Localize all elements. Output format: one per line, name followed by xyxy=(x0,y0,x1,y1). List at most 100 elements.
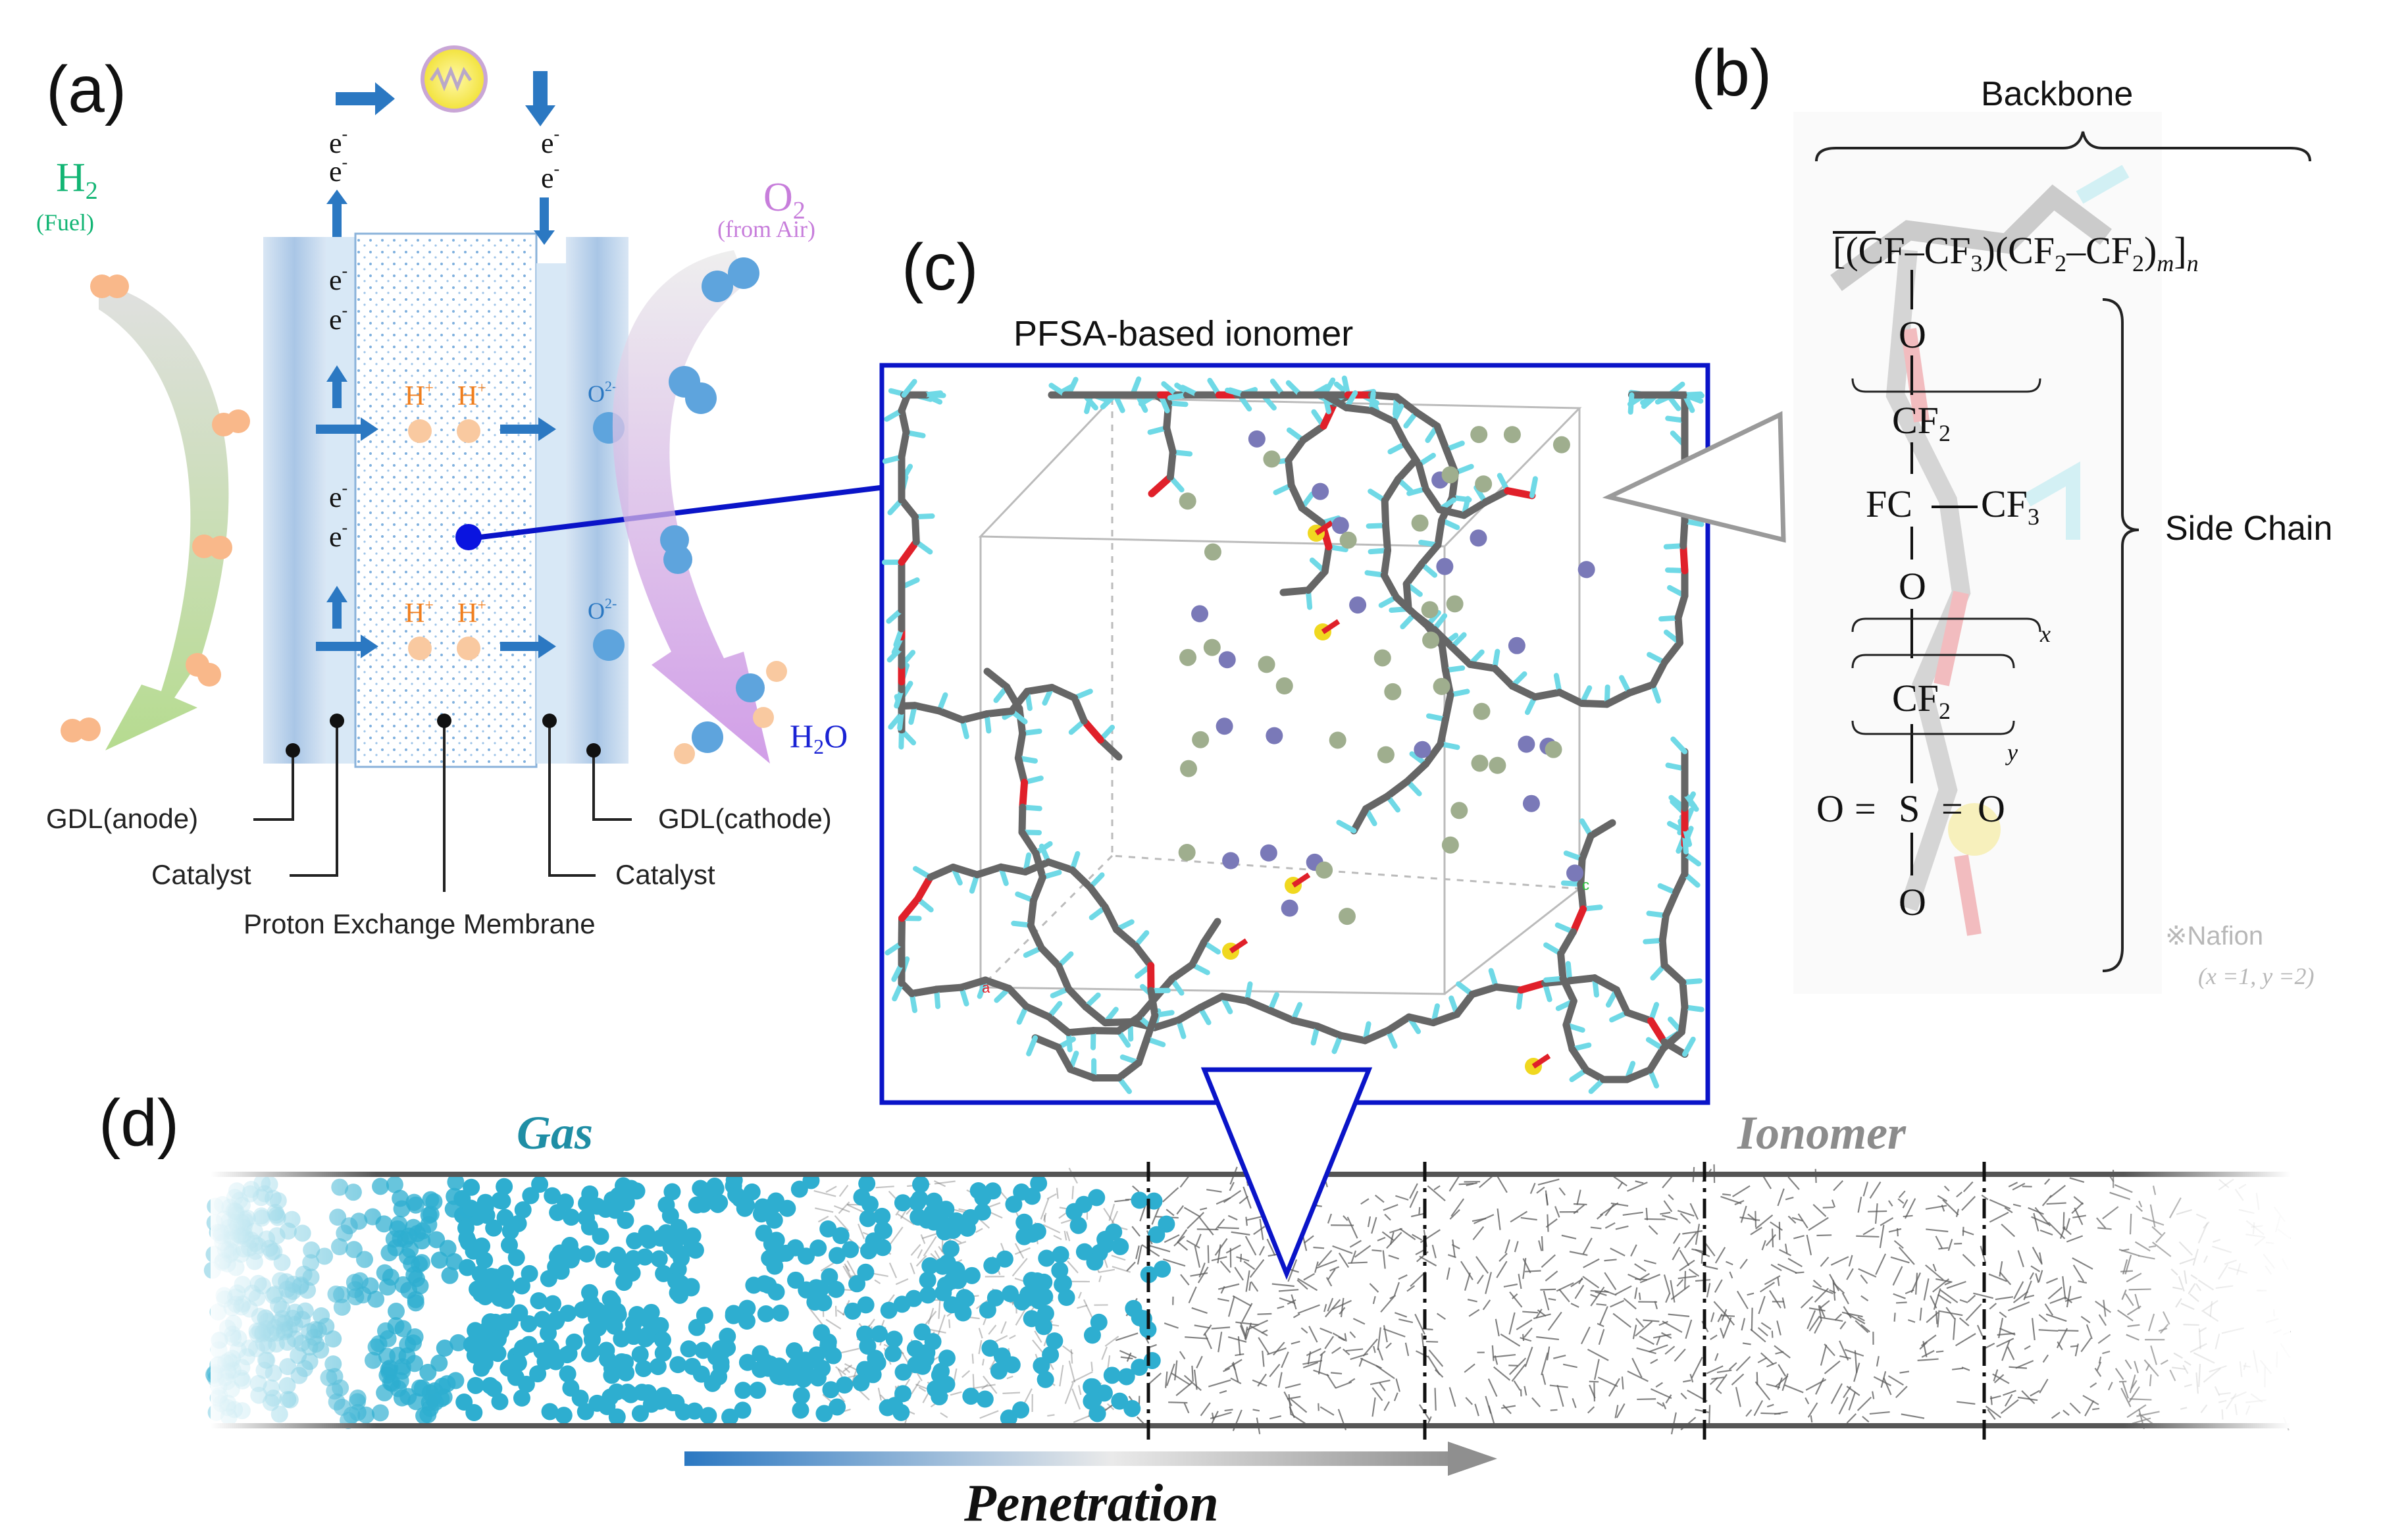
carbon-bond xyxy=(1466,660,1499,672)
carbon-bond xyxy=(1065,985,1090,1011)
carbon-bond xyxy=(1066,1066,1098,1082)
panel-d: (d) Gas Ionomer Penetration xyxy=(99,1067,2292,1532)
carbon-bond xyxy=(1591,974,1620,994)
carbon-bond xyxy=(1314,1022,1345,1039)
carbon-bond xyxy=(1383,777,1412,800)
gdl-anode-label: GDL(anode) xyxy=(46,803,198,834)
carbon-bond xyxy=(1114,1013,1143,1035)
carbon-bond xyxy=(1361,1026,1392,1045)
svg-text:e-: e- xyxy=(329,479,347,513)
membrane-zoom-line xyxy=(480,484,886,540)
carbon-bond xyxy=(1390,417,1409,448)
carbon-bond xyxy=(1649,658,1668,689)
svg-text:=: = xyxy=(1855,787,1876,830)
water-atom xyxy=(1421,601,1439,619)
carbon-bond xyxy=(1321,543,1333,575)
water-atom xyxy=(1577,561,1595,579)
carbon-bond xyxy=(1422,740,1445,768)
carbon-bond xyxy=(911,513,920,546)
carbon-bond xyxy=(949,863,981,879)
svg-text:O2-: O2- xyxy=(588,595,617,624)
water-atom xyxy=(1204,543,1221,561)
water-atom xyxy=(1179,492,1196,510)
carbon-bond xyxy=(1430,625,1456,651)
carbon-bond xyxy=(1508,682,1539,701)
side-chain-label: Side Chain xyxy=(2165,509,2332,548)
carbon-bond xyxy=(1143,1011,1159,1043)
carbon-bond xyxy=(1674,614,1683,646)
carbon-bond xyxy=(1175,1004,1204,1024)
water-atom xyxy=(1552,436,1570,454)
carbon-bond xyxy=(1037,944,1063,970)
carbon-bond xyxy=(1603,689,1633,708)
carbon-bond xyxy=(1404,760,1429,785)
carbon-bond xyxy=(1135,1035,1151,1066)
carbon-bond xyxy=(1380,546,1391,579)
carbon-bond xyxy=(1266,1006,1297,1024)
carbon-bond xyxy=(1587,819,1616,840)
carbon-bond xyxy=(1382,521,1391,554)
carbon-bond xyxy=(1557,928,1577,958)
carbon-bond xyxy=(1384,1013,1413,1034)
carbon-bond xyxy=(1168,961,1196,983)
carbon-bond xyxy=(1147,987,1159,1019)
panel-b: (b) Backbone [(CF–CF3)(CF2–CF2)m]n O CF2… xyxy=(1691,36,2332,994)
h2-flow-arrow xyxy=(99,283,229,750)
carbon-bond xyxy=(1517,979,1549,994)
oxygen-bond xyxy=(1531,1053,1551,1069)
oxygen-bond xyxy=(1321,619,1341,635)
carbon-bond xyxy=(1096,736,1123,761)
carbon-bond xyxy=(1678,1003,1689,1036)
carbon-bond xyxy=(1674,592,1689,622)
water-atom xyxy=(1545,741,1562,758)
carbon-bond xyxy=(1115,1058,1142,1081)
water-atom xyxy=(1475,475,1493,493)
carbon-bond xyxy=(1662,889,1679,920)
svg-text:CF2: CF2 xyxy=(1892,399,1951,446)
water-atom xyxy=(1203,638,1221,656)
carbon-bond xyxy=(1298,504,1326,527)
carbon-bond xyxy=(1087,883,1109,911)
svg-text:O: O xyxy=(1899,565,1926,608)
repeat-y: y xyxy=(2005,739,2018,766)
carbon-bond xyxy=(1289,1016,1321,1030)
carbon-bond xyxy=(1626,681,1657,697)
carbon-bond xyxy=(1005,985,1030,1010)
carbon-bond xyxy=(1418,541,1442,568)
carbon-bond xyxy=(1401,440,1423,469)
ionomer-molecule xyxy=(882,375,1704,1095)
carbon-bond xyxy=(1623,1066,1654,1083)
carbon-bond xyxy=(1008,687,1031,715)
circuit-arrow-in-shaft xyxy=(533,71,548,107)
carbon-bond xyxy=(1570,905,1587,936)
water-protons xyxy=(674,661,787,764)
carbon-bond xyxy=(1492,983,1525,994)
water-atom xyxy=(1471,754,1489,772)
side-chain-pointer xyxy=(1602,411,1786,543)
carbon-bond xyxy=(1412,408,1441,430)
carbon-bond xyxy=(1027,922,1045,952)
nafion-3d-backdrop xyxy=(1793,112,2162,994)
water-atom xyxy=(1522,795,1540,812)
panel-a-tag: (a) xyxy=(46,53,126,126)
cell-labels: GDL(anode) Catalyst Proton Exchange Memb… xyxy=(46,803,832,939)
water-atom xyxy=(1222,852,1240,870)
carbon-bond xyxy=(1380,571,1400,601)
water-atom xyxy=(1312,482,1329,500)
water-atom xyxy=(1422,631,1440,649)
fluorine-bond xyxy=(901,378,917,398)
panel-b-tag: (b) xyxy=(1691,36,1772,110)
carbon-bond xyxy=(1578,699,1611,708)
carbon-bond xyxy=(1285,456,1295,489)
water-atom xyxy=(1450,802,1468,820)
carbon-bond xyxy=(1660,638,1683,666)
svg-text:CF2: CF2 xyxy=(1892,677,1951,724)
side-chain-formula: O CF2 FC CF3 O CF2 O = S = O O xyxy=(1816,270,2039,924)
carbon-bond xyxy=(1082,1003,1109,1027)
svg-text:O: O xyxy=(1899,881,1926,924)
o2-note: (from Air) xyxy=(717,216,815,242)
carbon-bond xyxy=(1343,404,1375,415)
svg-text:O2-: O2- xyxy=(588,378,617,407)
external-circuit xyxy=(336,45,555,126)
carbon-bond xyxy=(1422,485,1443,513)
